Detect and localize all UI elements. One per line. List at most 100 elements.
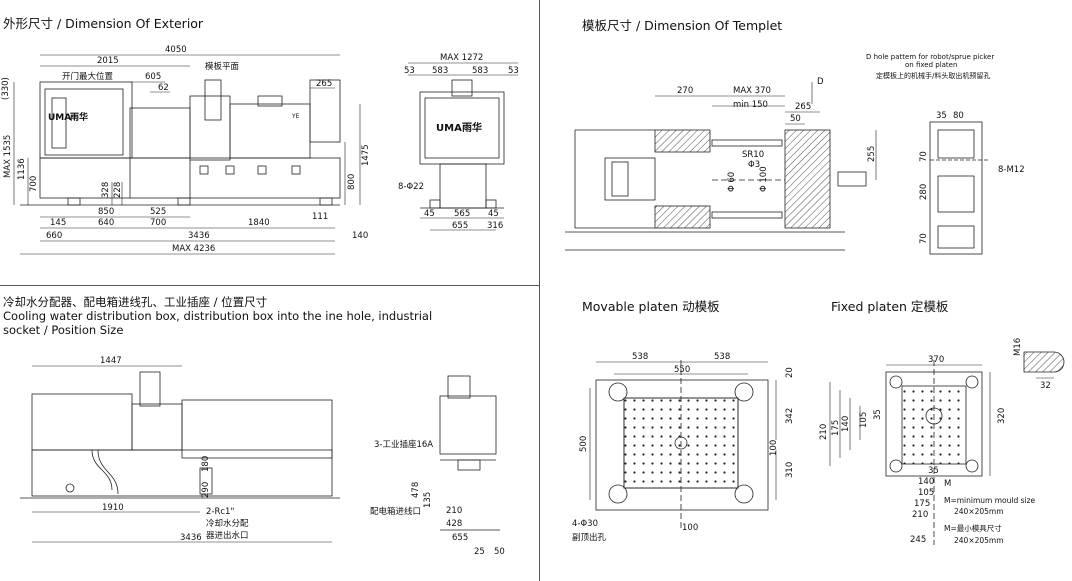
svg-text:45: 45 <box>488 209 499 219</box>
exterior-title: 外形尺寸 / Dimension Of Exterior <box>3 16 204 31</box>
svg-text:265: 265 <box>795 102 811 112</box>
svg-text:270: 270 <box>677 86 693 96</box>
svg-text:MAX 1272: MAX 1272 <box>440 53 483 63</box>
svg-text:135: 135 <box>423 492 433 508</box>
fixed-dimension-lines <box>829 364 1054 476</box>
svg-text:3-工业插座16A: 3-工业插座16A <box>374 439 433 450</box>
svg-text:M: M <box>944 479 951 489</box>
svg-text:冷却水分配: 冷却水分配 <box>206 518 249 529</box>
svg-text:538: 538 <box>714 352 730 362</box>
svg-text:45: 45 <box>424 209 435 219</box>
svg-text:428: 428 <box>446 519 462 529</box>
svg-text:280: 280 <box>919 184 929 200</box>
fixed-dimension-text: 370 320 210 175 140 105 35 M16 32 35 140… <box>819 338 1051 545</box>
fixed-platen-title: Fixed platen 定模板 <box>831 299 949 314</box>
fixed-platen-drawing <box>885 351 1065 545</box>
svg-text:525: 525 <box>150 207 166 217</box>
exterior-logo: UMA 雨华 YE <box>48 111 300 123</box>
svg-text:雨华: 雨华 <box>70 111 88 123</box>
svg-text:210: 210 <box>819 424 829 440</box>
svg-text:550: 550 <box>674 365 690 375</box>
svg-text:UMA: UMA <box>48 113 71 123</box>
templet-plate-text: 35 80 70 280 70 8-M12 <box>919 111 1025 244</box>
cooling-dimension-text: 1447 1910 3436 290 180 2-Rc1" 冷却水分配 器进出水… <box>100 356 249 543</box>
svg-text:MAX 4236: MAX 4236 <box>172 244 215 254</box>
svg-text:Φ 100: Φ 100 <box>759 166 769 192</box>
svg-text:111: 111 <box>312 212 328 222</box>
svg-text:240×205mm: 240×205mm <box>954 536 1004 545</box>
svg-text:53: 53 <box>508 66 519 76</box>
vertical-divider <box>539 0 540 581</box>
svg-text:180: 180 <box>201 456 211 472</box>
templet-note: D hole pattem for robot/sprue picker on … <box>866 53 994 80</box>
templet-dimension-lines <box>655 82 877 180</box>
movable-dimension-lines <box>589 361 777 500</box>
svg-text:UMA: UMA <box>436 123 462 134</box>
svg-text:开门最大位置: 开门最大位置 <box>62 71 114 82</box>
svg-text:70: 70 <box>919 233 929 244</box>
svg-text:538: 538 <box>632 352 648 362</box>
templet-section-view <box>565 129 867 251</box>
svg-text:210: 210 <box>446 506 462 516</box>
cooling-title-en-2: socket / Position Size <box>3 323 124 337</box>
svg-text:100: 100 <box>769 440 779 456</box>
svg-text:700: 700 <box>29 176 39 192</box>
exterior-dimension-text: 4050 2015 开门最大位置 605 62 模板平面 265 (330) M… <box>1 45 371 254</box>
movable-platen-drawing <box>595 360 769 530</box>
svg-text:器进出水口: 器进出水口 <box>206 530 249 541</box>
cooling-title-en-1: Cooling water distribution box, distribu… <box>3 309 433 323</box>
movable-dimension-text: 538 538 550 20 342 500 100 310 100 4-Φ30… <box>572 352 795 543</box>
exterior-dimension-lines <box>13 54 361 255</box>
svg-text:316: 316 <box>487 221 503 231</box>
templet-title: 模板尺寸 / Dimension Of Templet <box>582 18 783 33</box>
svg-text:20: 20 <box>785 367 795 378</box>
side-view-dimension-text: MAX 1272 53 583 583 53 8-Φ22 45 565 45 6… <box>398 53 519 231</box>
templet-dimension-text: D 270 MAX 370 min 150 265 50 SR10 Φ3 Φ 6… <box>677 77 877 192</box>
svg-text:on fixed platen: on fixed platen <box>905 61 957 69</box>
svg-text:MAX 370: MAX 370 <box>733 86 771 96</box>
svg-text:1910: 1910 <box>102 503 124 513</box>
svg-text:290: 290 <box>201 482 211 498</box>
cooling-title-cn: 冷却水分配器、配电箱进线孔、工业插座 / 位置尺寸 <box>3 295 268 309</box>
svg-text:8-M12: 8-M12 <box>998 165 1025 175</box>
svg-text:240×205mm: 240×205mm <box>954 507 1004 516</box>
svg-text:175: 175 <box>831 420 841 436</box>
svg-text:370: 370 <box>928 355 944 365</box>
svg-text:255: 255 <box>867 146 877 162</box>
svg-text:D hole pattem for robot/sprue: D hole pattem for robot/sprue picker <box>866 53 994 61</box>
svg-text:310: 310 <box>785 462 795 478</box>
svg-text:228: 228 <box>113 182 123 198</box>
svg-text:478: 478 <box>411 482 421 498</box>
side-view-dimension-lines <box>408 62 518 231</box>
exterior-side-view <box>419 79 505 209</box>
svg-text:565: 565 <box>454 209 470 219</box>
horizontal-divider <box>0 285 539 286</box>
svg-text:2015: 2015 <box>97 56 119 66</box>
svg-text:D: D <box>817 77 824 87</box>
svg-text:1447: 1447 <box>100 356 122 366</box>
svg-text:模板平面: 模板平面 <box>205 61 240 72</box>
svg-text:25: 25 <box>474 547 485 557</box>
svg-text:800: 800 <box>347 174 357 190</box>
svg-text:8-Φ22: 8-Φ22 <box>398 182 424 192</box>
svg-text:3436: 3436 <box>188 231 210 241</box>
svg-text:35: 35 <box>873 409 883 420</box>
svg-text:265: 265 <box>316 79 332 89</box>
movable-platen-title: Movable platen 动模板 <box>582 299 720 314</box>
svg-text:500: 500 <box>579 436 589 452</box>
svg-text:605: 605 <box>145 72 161 82</box>
svg-text:105: 105 <box>918 488 934 498</box>
svg-text:M16: M16 <box>1013 338 1023 356</box>
svg-text:配电箱进线口: 配电箱进线口 <box>370 506 421 517</box>
svg-text:min 150: min 150 <box>733 100 768 110</box>
svg-text:328: 328 <box>101 182 111 198</box>
svg-text:583: 583 <box>432 66 448 76</box>
svg-text:320: 320 <box>997 408 1007 424</box>
svg-text:Φ 60: Φ 60 <box>727 172 737 192</box>
svg-text:140: 140 <box>841 416 851 432</box>
svg-text:雨华: 雨华 <box>462 121 482 134</box>
svg-text:145: 145 <box>50 218 66 228</box>
svg-text:1475: 1475 <box>361 144 371 166</box>
svg-text:SR10: SR10 <box>742 150 764 160</box>
